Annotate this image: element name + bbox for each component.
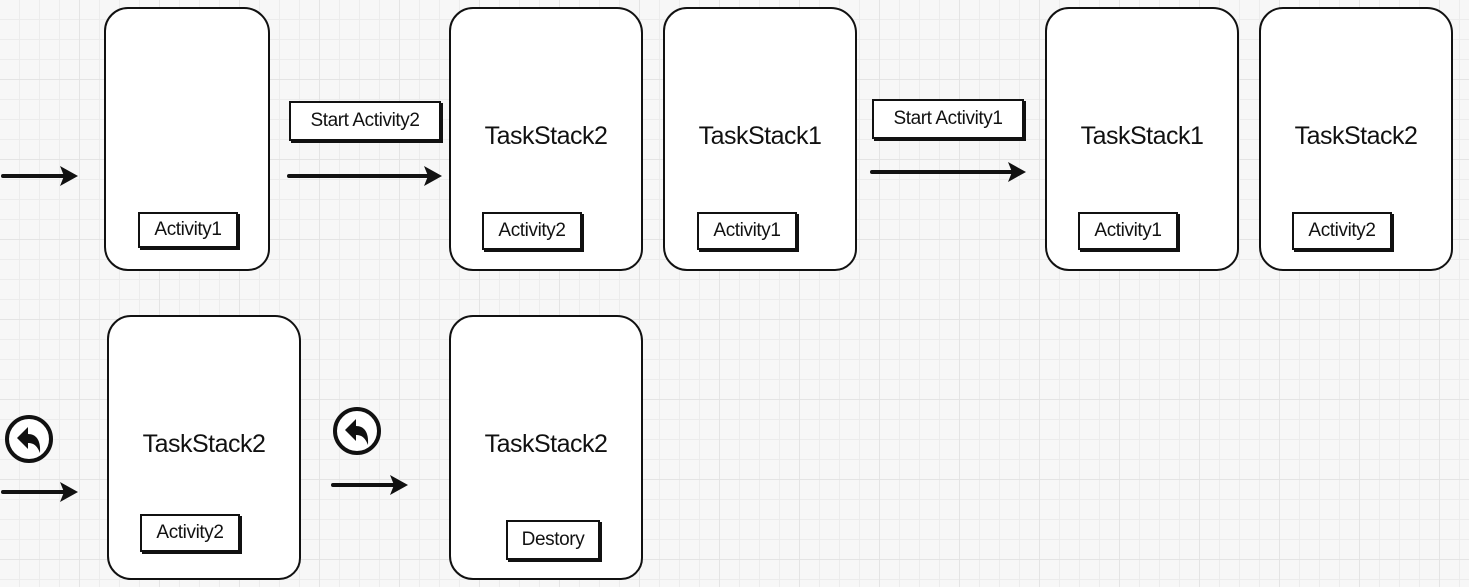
stack-6-title: TaskStack2 — [142, 430, 266, 458]
stack-6: TaskStack2 Activity2 — [107, 315, 301, 580]
stack-7-activity-label: Destory — [506, 520, 600, 560]
arrow-back-row2-1 — [1, 482, 78, 502]
stack-1-activity-label: Activity1 — [138, 212, 238, 248]
stack-2-activity-label: Activity2 — [482, 212, 582, 250]
stack-2-title: TaskStack2 — [484, 122, 608, 150]
back-arrow-icon — [5, 415, 53, 463]
stack-3: TaskStack1 Activity1 — [663, 7, 857, 271]
stack-3-activity-label: Activity1 — [697, 212, 797, 250]
back-arrow-icon — [333, 407, 381, 455]
stack-4: TaskStack1 Activity1 — [1045, 7, 1239, 271]
stack-2: TaskStack2 Activity2 — [449, 7, 643, 271]
arrow-start-activity2 — [287, 166, 442, 186]
arrow-entry-row1 — [1, 166, 78, 186]
arrow-back-row2-2 — [331, 475, 408, 495]
arrow-start-activity1 — [870, 162, 1026, 182]
transition-label-start-activity2: Start Activity2 — [289, 101, 441, 141]
stack-7: TaskStack2 Destory — [449, 315, 643, 580]
stack-4-title: TaskStack1 — [1080, 122, 1204, 150]
stack-4-activity-label: Activity1 — [1078, 212, 1178, 250]
stack-5-title: TaskStack2 — [1294, 122, 1418, 150]
stack-1: Activity1 — [104, 7, 270, 271]
stack-5: TaskStack2 Activity2 — [1259, 7, 1453, 271]
stack-7-title: TaskStack2 — [484, 430, 608, 458]
stack-3-title: TaskStack1 — [698, 122, 822, 150]
stack-5-activity-label: Activity2 — [1292, 212, 1392, 250]
transition-label-start-activity1: Start Activity1 — [872, 99, 1024, 139]
stack-6-activity-label: Activity2 — [140, 514, 240, 552]
